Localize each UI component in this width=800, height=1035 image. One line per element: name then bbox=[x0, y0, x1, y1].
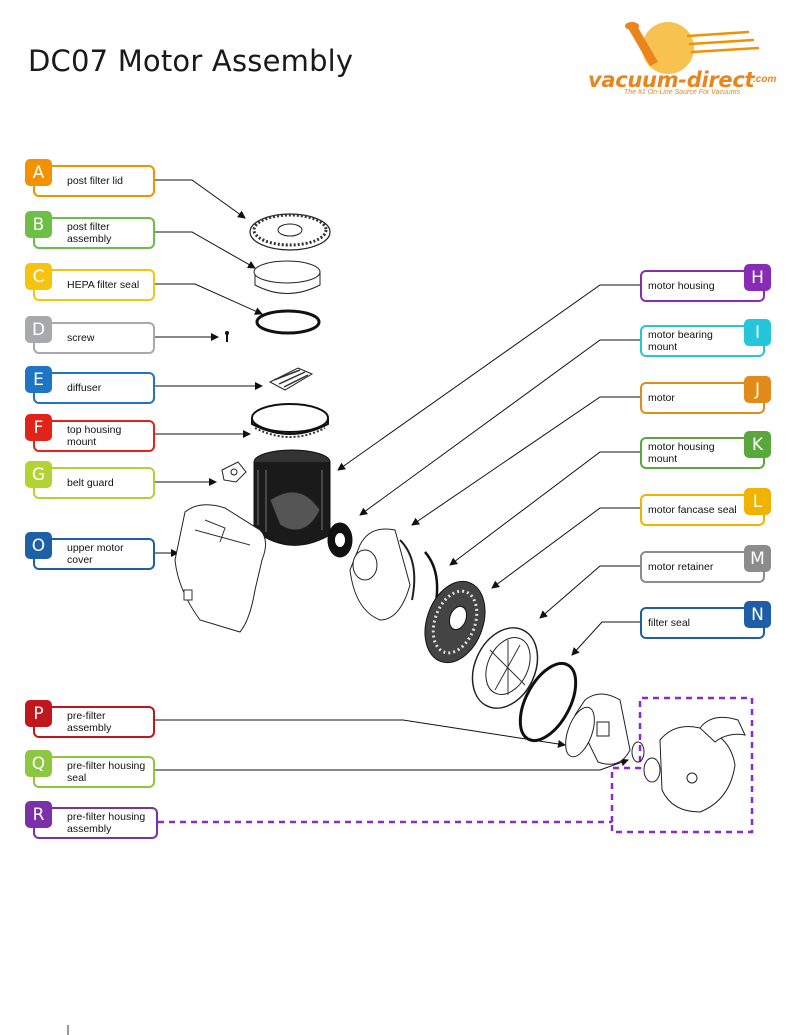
callout-letter-badge: Q bbox=[25, 750, 52, 777]
callout-label-text: filter seal bbox=[648, 617, 691, 629]
callout-letter-badge: A bbox=[25, 159, 52, 186]
callout-letter-badge: I bbox=[744, 319, 771, 346]
post-filter-lid-part bbox=[249, 213, 331, 251]
filter-seal-part bbox=[518, 662, 578, 742]
callout-label-text: upper motor cover bbox=[67, 542, 124, 566]
callout-letter-badge: F bbox=[25, 414, 52, 441]
leader-line-m bbox=[539, 565, 642, 619]
logo-tagline: The #1 On-Line Source For Vacuums bbox=[624, 89, 741, 96]
pre-filter-assembly-part bbox=[565, 693, 631, 765]
callout-label-text: motor bearing mount bbox=[648, 329, 713, 353]
callout-label-text: diffuser bbox=[67, 382, 102, 394]
leader-lines bbox=[155, 179, 642, 771]
callout-label-text: pre-filter housing assembly bbox=[67, 811, 146, 835]
pre-filter-housing-seal-part bbox=[631, 741, 645, 763]
hepa-filter-seal-part bbox=[255, 309, 321, 335]
logo-graphic bbox=[625, 22, 760, 74]
callout-letter-badge: H bbox=[744, 264, 771, 291]
callout-label-text: pre-filter housing seal bbox=[67, 760, 146, 784]
callout-letter-badge: P bbox=[25, 700, 52, 727]
callout-letter-badge: R bbox=[25, 801, 52, 828]
callout-label-text: pre-filter assembly bbox=[67, 710, 112, 734]
leader-line-c bbox=[155, 283, 263, 315]
leader-line-h bbox=[337, 284, 642, 471]
callout-letter-badge: C bbox=[25, 263, 52, 290]
logo-suffix: .com bbox=[753, 74, 777, 85]
callout-label-text: top housing mount bbox=[67, 424, 122, 448]
callout-label-text: post filter lid bbox=[67, 175, 124, 187]
top-housing-mount-part bbox=[251, 403, 329, 438]
motor-retainer-part bbox=[471, 627, 539, 709]
screw-part bbox=[225, 331, 229, 342]
belt-guard-part bbox=[221, 461, 247, 483]
leader-line-k bbox=[449, 451, 642, 566]
diffuser-part bbox=[268, 367, 314, 391]
upper-motor-cover-part bbox=[174, 504, 266, 633]
motor-housing-mount-part bbox=[424, 580, 486, 664]
leader-line-p bbox=[155, 719, 566, 748]
leader-line-b bbox=[155, 231, 256, 269]
logo-brand: vacuum-direct bbox=[588, 68, 755, 92]
pre-filter-housing-assembly-part bbox=[643, 716, 746, 813]
callout-letter-badge: J bbox=[744, 376, 771, 403]
leader-line-q bbox=[155, 758, 629, 771]
callout-label-text: post filter assembly bbox=[67, 221, 112, 245]
leader-line-i bbox=[359, 339, 642, 516]
callout-label-text: belt guard bbox=[67, 477, 114, 489]
callout-label-text: motor housing mount bbox=[648, 441, 715, 465]
leader-line-l bbox=[491, 507, 642, 589]
post-filter-assembly-part bbox=[253, 260, 321, 294]
callout-label-text: motor housing bbox=[648, 280, 715, 292]
pre-filter-housing-dashed-outline bbox=[158, 696, 754, 834]
callout-letter-badge: M bbox=[744, 545, 771, 572]
leader-line-a bbox=[155, 179, 246, 219]
callout-letter-badge: G bbox=[25, 461, 52, 488]
callout-letter-badge: L bbox=[744, 488, 771, 515]
callout-label-text: motor retainer bbox=[648, 561, 714, 573]
callout-label-text: motor bbox=[648, 392, 675, 404]
page-title: DC07 Motor Assembly bbox=[28, 44, 354, 78]
callout-letter-badge: O bbox=[25, 532, 52, 559]
callout-letter-badge: E bbox=[25, 366, 52, 393]
callout-letter-badge: N bbox=[744, 601, 771, 628]
callout-label-text: HEPA filter seal bbox=[67, 279, 140, 291]
motor-bearing-mount-part bbox=[327, 522, 353, 558]
callout-hepa-filter-seal: C HEPA filter seal bbox=[25, 263, 155, 301]
leader-line-j bbox=[411, 396, 642, 526]
callout-letter-badge: D bbox=[25, 316, 52, 343]
vacuum-direct-logo: vacuum-direct .com The #1 On-Line Source… bbox=[588, 18, 788, 108]
callout-label-text: motor fancase seal bbox=[648, 504, 737, 516]
callout-letter-badge: K bbox=[744, 431, 771, 458]
callout-letter-badge: B bbox=[25, 211, 52, 238]
motor-part bbox=[349, 528, 439, 621]
callout-label-text: screw bbox=[67, 332, 95, 344]
motor-housing-part bbox=[253, 449, 331, 546]
leader-line-n bbox=[571, 621, 642, 656]
